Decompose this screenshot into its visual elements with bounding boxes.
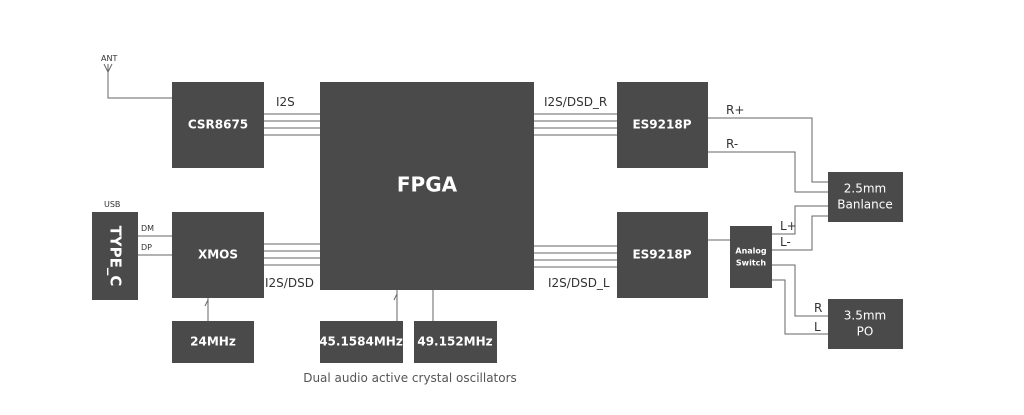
po-output-block: 3.5mm PO <box>828 299 903 349</box>
l-plus-wire <box>772 205 828 235</box>
po-label-2: PO <box>857 325 874 339</box>
analog-switch-label-2: Switch <box>736 259 766 268</box>
po-r-label: R <box>814 301 822 315</box>
signal-labels: ANT USB DM DP I2S I2S/DSD I2S/DSD_R I2S/… <box>101 54 822 334</box>
csr8675-block: CSR8675 <box>172 82 264 168</box>
po-r-wire <box>772 264 828 317</box>
antenna-tick <box>103 63 113 74</box>
xmos-block: XMOS <box>172 212 264 298</box>
type-c-label: TYPE_C <box>107 226 125 287</box>
r-plus-label: R+ <box>726 103 744 117</box>
dp-label: DP <box>141 243 152 252</box>
r-minus-label: R- <box>726 137 738 151</box>
es9218p-bottom-block: ES9218P <box>617 212 708 298</box>
osc-24mhz-block: 24MHz <box>172 321 254 363</box>
l-plus-label: L+ <box>780 219 797 233</box>
l-minus-wire <box>772 215 828 251</box>
analog-switch-label-1: Analog <box>735 247 767 256</box>
es9218p-top-label: ES9218P <box>632 118 691 132</box>
r-minus-wire <box>708 151 828 193</box>
po-label-1: 3.5mm <box>844 309 886 323</box>
balance-label-2: Banlance <box>837 198 892 212</box>
osc-49mhz-label: 49.152MHz <box>417 335 492 349</box>
ant-label: ANT <box>101 54 117 63</box>
analog-switch-block: Analog Switch <box>730 226 772 288</box>
es9218p-bottom-label: ES9218P <box>632 248 691 262</box>
osc-49mhz-block: 49.152MHz <box>414 321 497 363</box>
osc-45mhz-block: 45.1584MHz <box>319 321 403 363</box>
balance-output-block: 2.5mm Banlance <box>828 172 903 222</box>
wires <box>103 63 828 335</box>
fpga-label: FPGA <box>397 173 458 197</box>
po-l-label: L <box>814 320 821 334</box>
osc-24-tick <box>204 299 209 314</box>
osc-45mhz-label: 45.1584MHz <box>319 335 403 349</box>
i2s-dsd-r-label: I2S/DSD_R <box>544 95 607 109</box>
oscillator-caption: Dual audio active crystal oscillators <box>303 371 517 385</box>
dm-label: DM <box>141 224 154 233</box>
antenna-wire <box>107 64 172 99</box>
fpga-block: FPGA <box>320 82 534 290</box>
i2s-label: I2S <box>276 95 295 109</box>
csr8675-label: CSR8675 <box>188 118 248 132</box>
i2s-dsd-l-label: I2S/DSD_L <box>548 276 610 290</box>
osc-24mhz-label: 24MHz <box>190 335 236 349</box>
l-minus-label: L- <box>780 235 791 249</box>
po-l-wire <box>772 279 828 335</box>
r-plus-wire <box>708 117 828 183</box>
type-c-block: TYPE_C <box>92 212 138 300</box>
usb-label: USB <box>104 200 120 209</box>
es9218p-top-block: ES9218P <box>617 82 708 168</box>
balance-label-1: 2.5mm <box>844 182 886 196</box>
osc-45-tick <box>393 293 398 308</box>
xmos-label: XMOS <box>198 248 238 262</box>
i2s-dsd-label: I2S/DSD <box>265 276 314 290</box>
